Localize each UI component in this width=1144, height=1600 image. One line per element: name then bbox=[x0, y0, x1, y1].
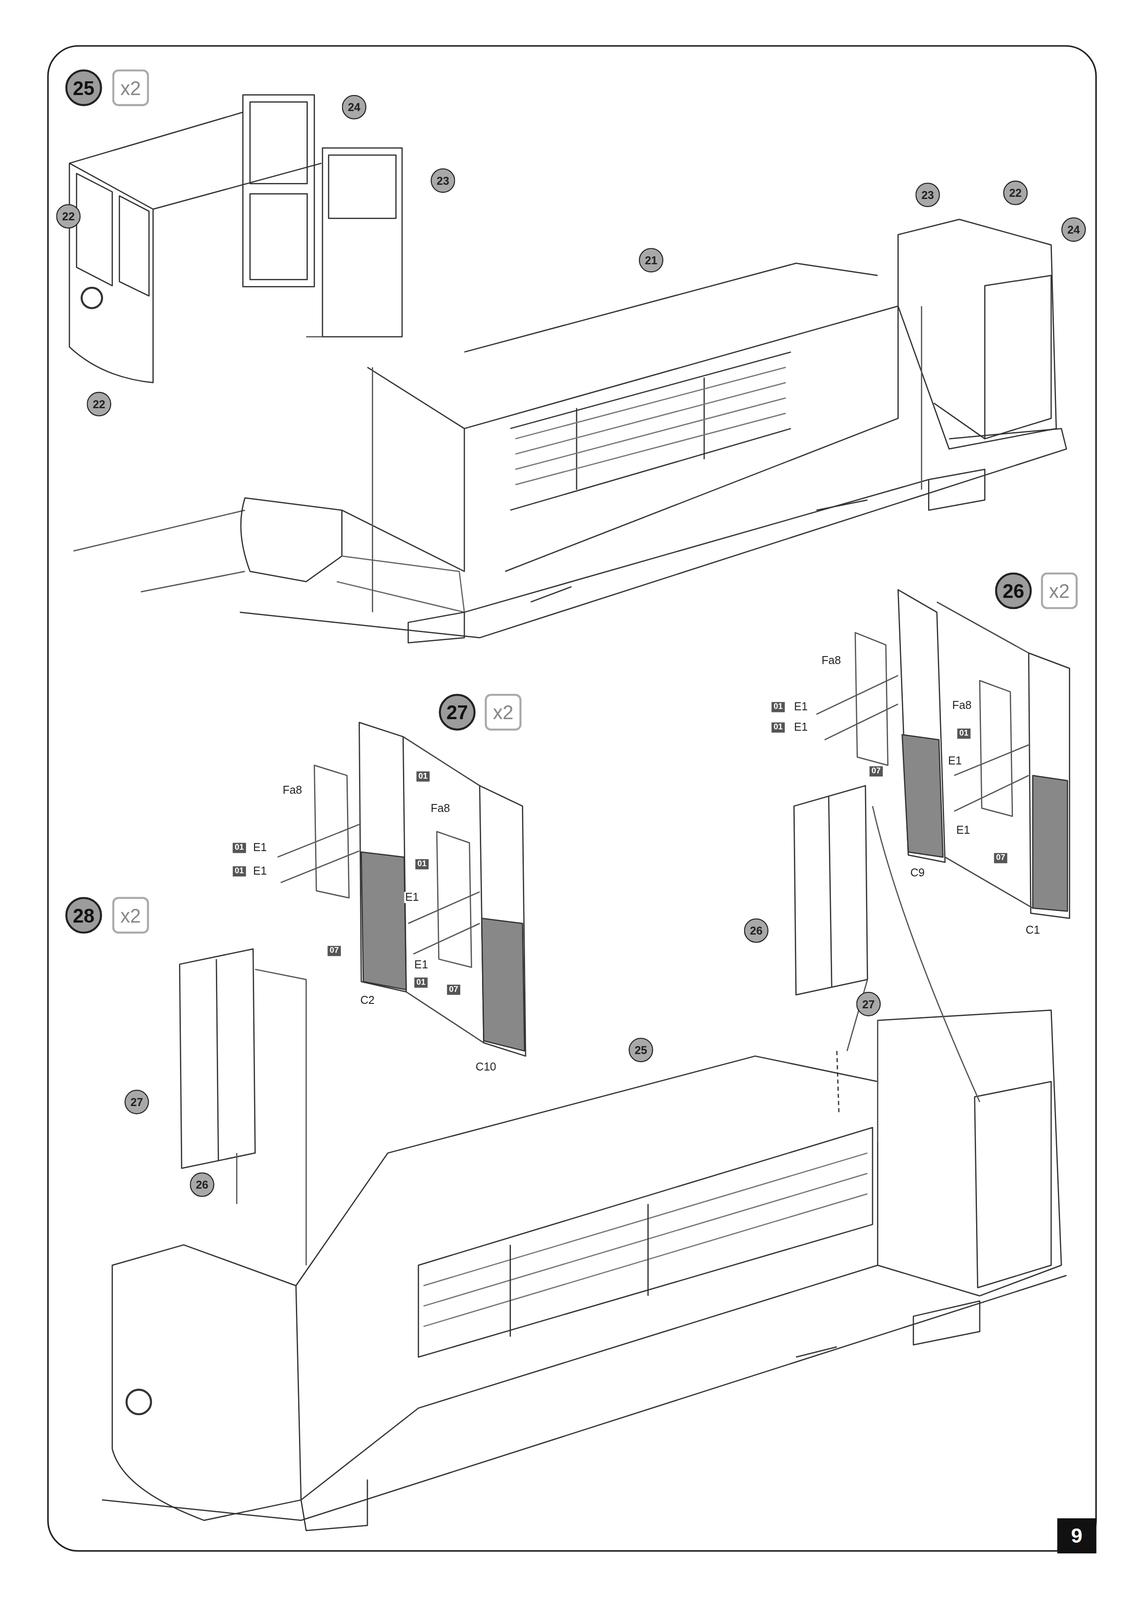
sprue-code: 01 bbox=[414, 977, 428, 989]
callout-number: 26 bbox=[744, 918, 769, 943]
quantity-badge: x2 bbox=[112, 896, 150, 934]
sprue-code: 01 bbox=[232, 842, 247, 854]
part-label: Fa8 bbox=[429, 803, 451, 815]
part-label: Fa8 bbox=[281, 784, 303, 796]
page-number: 9 bbox=[1057, 1518, 1097, 1554]
step-number: 26 bbox=[995, 572, 1033, 610]
callout-number: 22 bbox=[86, 391, 112, 417]
part-label: E1 bbox=[947, 755, 964, 767]
sprue-code: 01 bbox=[771, 701, 786, 713]
sprue-code: 01 bbox=[415, 859, 429, 870]
callout-number: 23 bbox=[915, 182, 940, 208]
callout-number: 27 bbox=[124, 1089, 149, 1115]
callout-number: 23 bbox=[430, 168, 455, 193]
part-label: C9 bbox=[909, 867, 926, 879]
callout-number: 21 bbox=[638, 247, 664, 273]
part-label: E1 bbox=[793, 701, 810, 713]
step-number: 25 bbox=[65, 69, 103, 107]
part-label: E1 bbox=[955, 824, 972, 836]
callout-number: 24 bbox=[342, 95, 367, 120]
sprue-code: 07 bbox=[869, 766, 883, 777]
part-label: C10 bbox=[474, 1061, 498, 1073]
sprue-code: 07 bbox=[327, 945, 341, 957]
callout-number: 27 bbox=[856, 992, 881, 1017]
callout-number: 24 bbox=[1061, 217, 1086, 242]
quantity-badge: x2 bbox=[484, 693, 522, 731]
sprue-code: 01 bbox=[957, 728, 971, 739]
step-number: 28 bbox=[65, 896, 103, 934]
part-label: C2 bbox=[359, 995, 376, 1007]
part-label: E1 bbox=[251, 841, 268, 854]
part-label: E1 bbox=[251, 865, 268, 877]
sprue-code: 07 bbox=[993, 853, 1008, 864]
callout-number: 22 bbox=[1003, 180, 1028, 206]
callout-number: 26 bbox=[189, 1172, 215, 1197]
callout-number: 22 bbox=[55, 203, 81, 229]
quantity-badge: x2 bbox=[1040, 572, 1078, 610]
sprue-code: 01 bbox=[771, 722, 786, 733]
sprue-code: 01 bbox=[232, 866, 247, 877]
sprue-code: 07 bbox=[446, 984, 461, 996]
part-label: E1 bbox=[793, 721, 810, 733]
part-label: Fa8 bbox=[820, 655, 842, 667]
part-label: E1 bbox=[413, 959, 430, 971]
step-number: 27 bbox=[438, 693, 476, 731]
part-label: Fa8 bbox=[951, 700, 973, 712]
part-label: E1 bbox=[404, 892, 421, 904]
callout-number: 25 bbox=[628, 1037, 654, 1063]
quantity-badge: x2 bbox=[112, 69, 150, 107]
part-label: C1 bbox=[1024, 924, 1041, 936]
sprue-code: 01 bbox=[416, 771, 430, 782]
